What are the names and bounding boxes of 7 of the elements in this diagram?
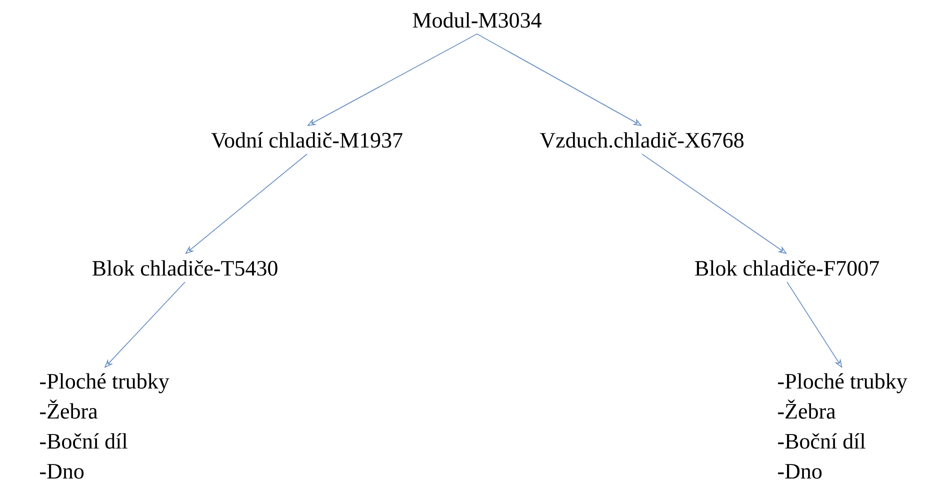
list-text: -Ploché trubky -Žebra -Boční díl -Dno (778, 373, 908, 479)
node-label: Modul-M3034 (412, 12, 542, 28)
node-label: Blok chladiče-T5430 (92, 260, 278, 276)
node-label: Vodní chladič-M1937 (211, 132, 402, 148)
node-label: Vzduch.chladič-X6768 (540, 132, 744, 148)
list-text: -Ploché trubky -Žebra -Boční díl -Dno (40, 373, 170, 479)
node-label: Blok chladiče-F7007 (695, 260, 879, 276)
